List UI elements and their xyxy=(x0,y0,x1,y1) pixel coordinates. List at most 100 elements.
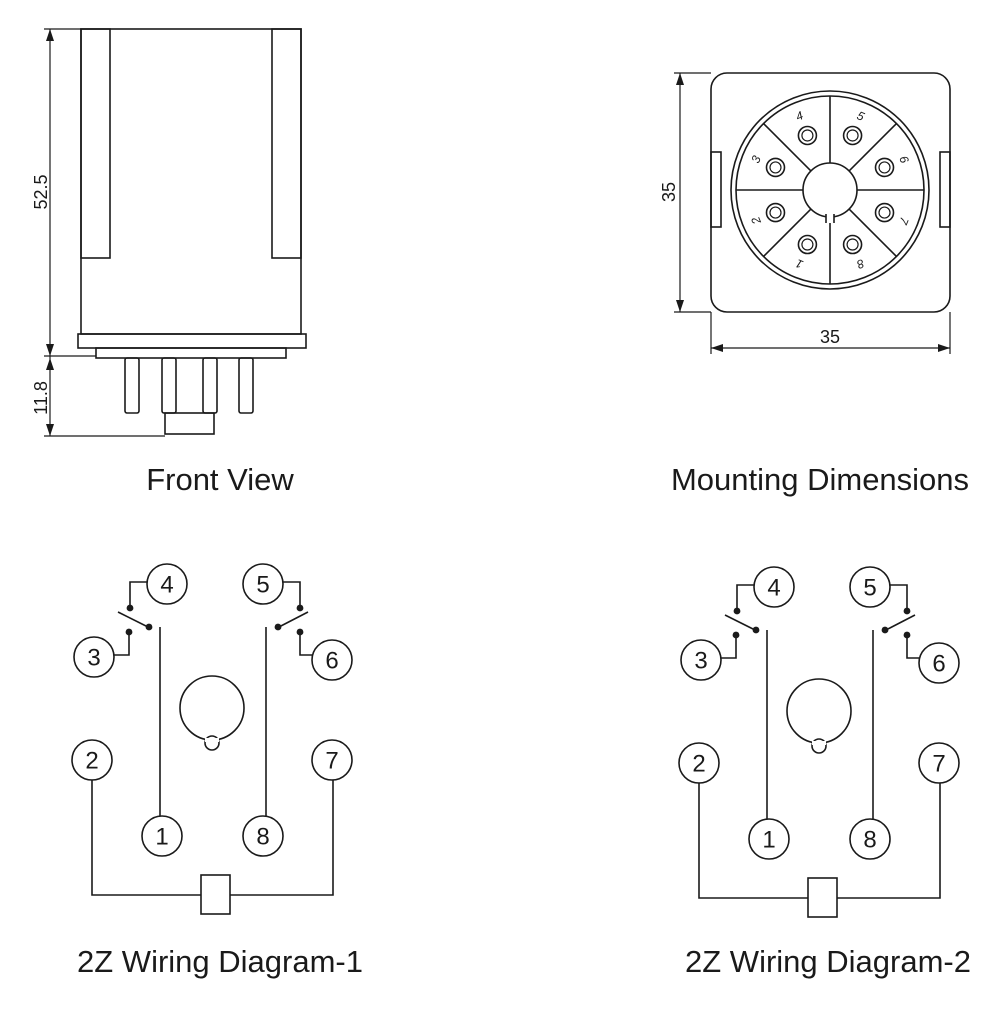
pin-number-1: 1 xyxy=(762,827,775,854)
switch-blade xyxy=(724,614,758,632)
dim-body-height: 52.5 xyxy=(31,174,51,209)
socket-spoke xyxy=(762,122,812,172)
switch-blade xyxy=(117,611,151,629)
contact-dot xyxy=(732,631,740,639)
pin-circle-3 xyxy=(73,636,115,678)
dim-mount-width: 35 xyxy=(820,327,840,347)
coil xyxy=(200,874,231,915)
wire-pin5 xyxy=(282,581,301,605)
socket-hole xyxy=(765,202,786,223)
socket-hole xyxy=(797,234,818,255)
socket-number: 1 xyxy=(794,256,806,271)
key-notch-mask xyxy=(205,738,219,742)
contact-dot xyxy=(881,626,889,634)
socket-holes: 1 2 3 4 5 6 7 8 xyxy=(748,108,912,272)
relay-body xyxy=(80,28,302,335)
contact-dot xyxy=(733,607,741,615)
front-view-caption: Front View xyxy=(146,462,294,497)
pin-number-8: 8 xyxy=(863,827,876,854)
socket-spoke xyxy=(848,208,898,258)
key-hole xyxy=(179,675,245,741)
wire-pin7 xyxy=(230,780,334,896)
pin-circle-8 xyxy=(242,815,284,857)
relay-pins xyxy=(124,357,254,435)
socket-hole xyxy=(874,202,895,223)
socket-hole-inner xyxy=(769,206,782,219)
pin-circle-2 xyxy=(71,739,113,781)
pin-circle-7 xyxy=(918,742,960,784)
contact-dot xyxy=(752,626,760,634)
socket-hole-inner xyxy=(878,206,891,219)
socket-hole-inner xyxy=(878,161,891,174)
wire-pin5 xyxy=(889,584,908,608)
pin-number-7: 7 xyxy=(932,751,945,778)
contact-dot xyxy=(903,631,911,639)
left-rib xyxy=(80,28,111,259)
socket-number: 4 xyxy=(794,108,806,124)
pin-circle-1 xyxy=(748,818,790,860)
pin-number-3: 3 xyxy=(694,648,707,675)
switch-blade xyxy=(276,611,309,629)
socket-number: 6 xyxy=(896,154,912,166)
pin-circle-5 xyxy=(242,563,284,605)
contact-dot xyxy=(126,604,134,612)
pin-number-8: 8 xyxy=(256,824,269,851)
wire-pin3 xyxy=(720,635,737,659)
key-hole xyxy=(786,678,852,744)
socket-outer-ring xyxy=(730,90,930,290)
front-dimension-lines xyxy=(44,28,165,437)
pin-number-3: 3 xyxy=(87,645,100,672)
dim-mount-height: 35 xyxy=(659,182,679,202)
pin-circle-4 xyxy=(146,563,188,605)
socket-center-hole xyxy=(802,162,858,218)
socket-hole-inner xyxy=(846,129,859,142)
pin-circle-8 xyxy=(849,818,891,860)
socket-hole-inner xyxy=(801,238,814,251)
pin-circle-5 xyxy=(849,566,891,608)
base-collar xyxy=(95,347,287,359)
socket-number: 5 xyxy=(855,108,867,124)
socket-hole xyxy=(874,157,895,178)
socket-hole xyxy=(842,125,863,146)
socket-number: 8 xyxy=(855,256,867,272)
wire-pin4 xyxy=(736,584,757,608)
key-notch-mask xyxy=(812,741,826,745)
wire-pin7 xyxy=(837,783,941,899)
socket-number: 2 xyxy=(748,215,764,228)
coil xyxy=(807,877,838,918)
contact-dot xyxy=(125,628,133,636)
mount-dimension-lines xyxy=(674,72,951,354)
socket-number: 3 xyxy=(748,153,764,165)
socket-hole xyxy=(797,125,818,146)
wiring-1-caption: 2Z Wiring Diagram-1 xyxy=(77,944,363,979)
socket-hole-inner xyxy=(801,129,814,142)
socket-spoke xyxy=(848,122,898,172)
socket-spokes xyxy=(736,96,924,284)
wire-pin2 xyxy=(698,783,808,899)
socket-number: 7 xyxy=(896,215,912,228)
wire-pin4 xyxy=(129,581,150,605)
front-view: 52.5 11.8 Front View xyxy=(31,28,307,497)
pin-number-4: 4 xyxy=(160,572,173,599)
pin-number-2: 2 xyxy=(85,748,98,775)
socket-hole xyxy=(765,157,786,178)
contact-dot xyxy=(296,628,304,636)
socket-hole-inner xyxy=(769,161,782,174)
socket-hole xyxy=(842,234,863,255)
switch-blade xyxy=(883,614,916,632)
socket-key xyxy=(826,213,834,223)
pin-circle-7 xyxy=(311,739,353,781)
mounting-caption: Mounting Dimensions xyxy=(671,462,969,497)
pin-number-4: 4 xyxy=(767,575,780,602)
contact-dot xyxy=(274,623,282,631)
pin-circle-1 xyxy=(141,815,183,857)
pin-number-6: 6 xyxy=(932,651,945,678)
mount-clip-right xyxy=(939,151,951,228)
wire-pin6 xyxy=(299,632,312,656)
socket-spoke xyxy=(762,208,812,258)
wire-pin2 xyxy=(91,780,201,896)
contact-dot xyxy=(296,604,304,612)
wire-pin3 xyxy=(113,632,130,656)
